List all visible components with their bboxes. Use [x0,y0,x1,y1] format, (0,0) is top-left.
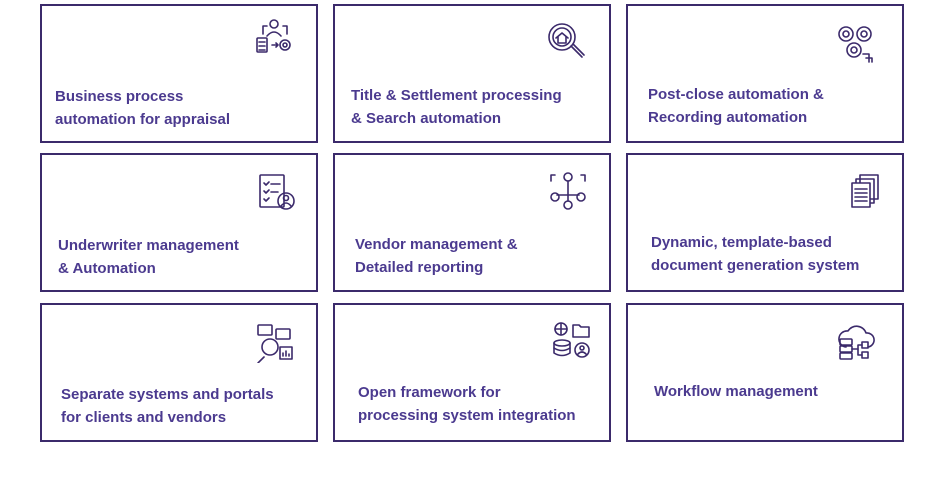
feature-card-open-framework: Open framework for processing system int… [333,303,611,442]
magnifier-house-icon [545,20,587,62]
feature-title: Vendor management & Detailed reporting [355,236,518,276]
feature-title: Open framework for processing system int… [358,384,576,424]
feature-title: Business process automation for appraisa… [55,88,231,128]
workflow-person-gear-icon [254,16,296,58]
cloud-workflow-icon [836,321,878,363]
database-globe-folder-icon [551,319,593,361]
feature-card-title-settlement: Title & Settlement processing & Search a… [333,4,611,143]
feature-card-appraisal-automation: Business process automation for appraisa… [40,4,318,143]
feature-title: Underwriter management & Automation [58,237,239,277]
stacked-documents-icon [848,171,890,213]
feature-title: Workflow management [654,383,818,400]
feature-card-portals: Separate systems and portals for clients… [40,303,318,442]
feature-title: Title & Settlement processing & Search a… [351,87,562,127]
feature-card-underwriter: Underwriter management & Automation [40,153,318,292]
feature-title: Post-close automation & Recording automa… [648,86,824,126]
feature-card-vendor-management: Vendor management & Detailed reporting [333,153,611,292]
feature-card-workflow: Workflow management [626,303,904,442]
feature-card-post-close: Post-close automation & Recording automa… [626,4,904,143]
checklist-user-icon [256,171,298,213]
gears-hand-icon [834,22,876,64]
feature-title: Dynamic, template-based document generat… [651,234,860,274]
search-portal-icon [254,321,296,364]
feature-card-document-generation: Dynamic, template-based document generat… [626,153,904,292]
network-users-icon [547,171,589,213]
feature-title: Separate systems and portals for clients… [61,386,274,426]
